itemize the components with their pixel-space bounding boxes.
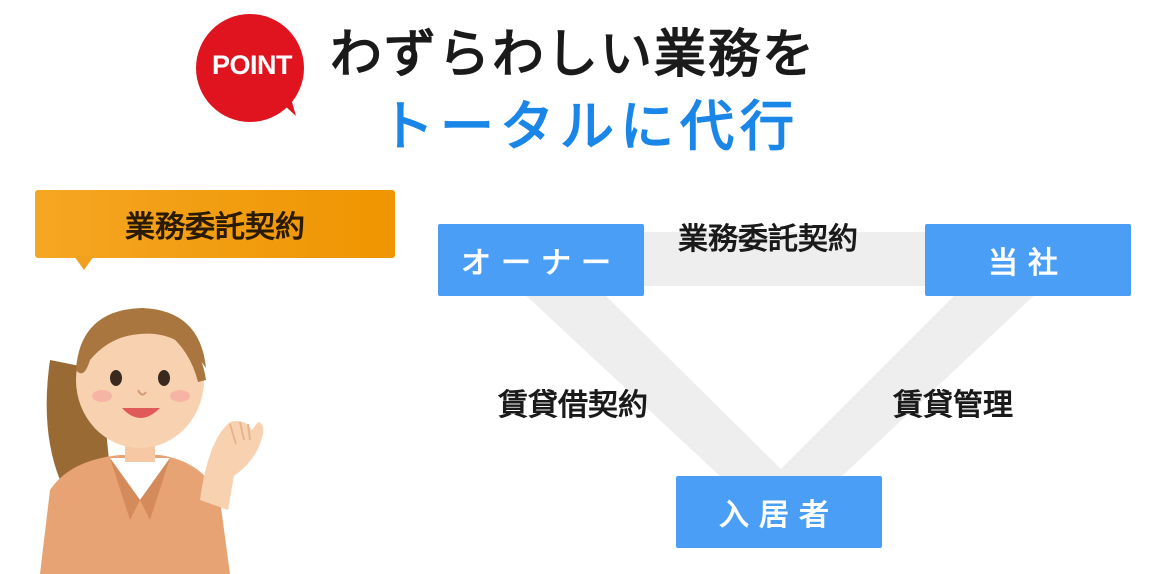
node-company-label: 当社 [988,246,1068,281]
edge-label-owner-tenant: 賃貸借契約 [498,388,648,423]
headline-line-1: わずらわしい業務を [330,25,817,85]
callout-label: 業務委託契約 [125,210,305,245]
connector-company-tenant [772,290,1040,478]
speech-bubble-icon [196,14,304,122]
connector-owner-tenant [520,290,790,478]
businesswoman-illustration [40,308,264,574]
headline-line-2: トータルに代行 [380,95,800,158]
contract-callout: 業務委託契約 [35,190,395,258]
edge-label-owner-company: 業務委託契約 [678,222,858,257]
node-tenant: 入居者 [676,476,882,548]
node-tenant-label: 入居者 [719,498,839,533]
callout-tail [74,256,94,270]
point-label: POINT [211,50,293,80]
node-company: 当社 [925,224,1131,296]
edge-label-company-tenant: 賃貸管理 [893,388,1013,423]
point-badge: POINT [196,12,308,124]
node-owner: オーナー [438,224,644,296]
node-owner-label: オーナー [461,246,621,281]
connector-owner-company [600,232,960,286]
